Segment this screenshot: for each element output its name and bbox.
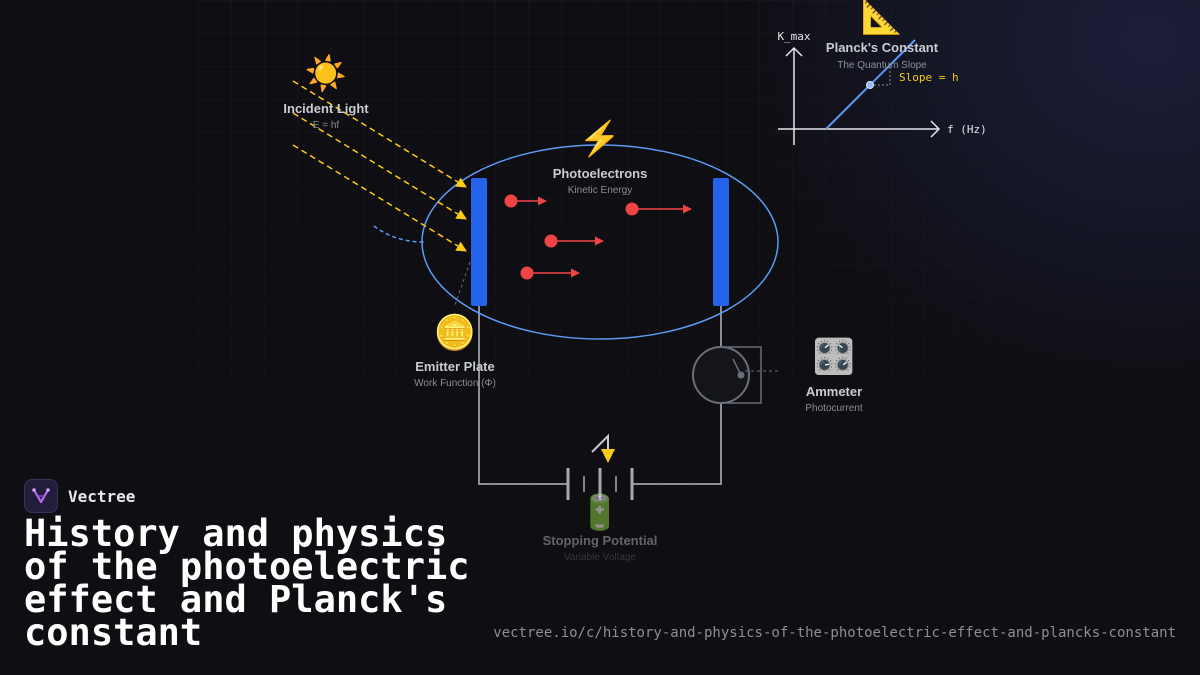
- ammeter-label: Ammeter: [805, 384, 863, 399]
- stopping-potential-label: Stopping Potential: [542, 533, 658, 548]
- slope-guide: [870, 65, 891, 86]
- battery-symbol: [566, 468, 634, 500]
- lightning-icon: ⚡: [578, 120, 622, 158]
- stopping-potential-sub: Variable Voltage: [563, 552, 637, 563]
- x-axis-label: f (Hz): [947, 123, 987, 136]
- ammeter-sub: Photocurrent: [805, 403, 863, 414]
- incident-light-label: Incident Light: [283, 101, 369, 116]
- incident-light-formula: E = hf: [312, 120, 340, 131]
- photoelectrons-label: Photoelectrons: [552, 166, 648, 181]
- electron: [504, 194, 547, 208]
- coin-icon: 🪙: [433, 314, 477, 352]
- electron: [625, 202, 692, 216]
- incident-light-rays: [292, 80, 467, 252]
- brand[interactable]: Vectree: [24, 479, 135, 513]
- variable-voltage-arrow: [591, 433, 615, 463]
- circuit-wires: [478, 305, 722, 485]
- page-url[interactable]: vectree.io/c/history-and-physics-of-the-…: [493, 625, 1176, 641]
- page-title: History and physics of the photoelectric…: [24, 512, 470, 654]
- emitter-plate: [471, 178, 487, 306]
- electron: [520, 266, 580, 280]
- y-axis-label: K_max: [777, 30, 811, 43]
- planck-constant-sub: The Quantum Slope: [837, 60, 927, 71]
- control-knobs-icon: 🎛️: [812, 338, 856, 376]
- sun-icon: ☀️: [304, 55, 348, 93]
- planck-constant-label: Planck's Constant: [825, 40, 939, 55]
- brand-name: Vectree: [68, 486, 136, 506]
- battery-icon: 🔋: [578, 494, 622, 532]
- slope-label: Slope = h: [899, 71, 959, 84]
- vectree-logo-icon: [24, 479, 58, 513]
- triangle-ruler-icon: 📐: [860, 0, 904, 36]
- electrons: [504, 194, 692, 280]
- planck-graph: [778, 39, 941, 145]
- collector-plate: [713, 178, 729, 306]
- electron: [544, 234, 604, 248]
- ammeter-dial: [692, 346, 780, 404]
- emitter-plate-label: Emitter Plate: [415, 359, 495, 374]
- emitter-plate-sub: Work Function (Φ): [414, 378, 496, 389]
- emitter-pointer: [454, 261, 471, 306]
- photoelectrons-sub: Kinetic Energy: [567, 185, 633, 196]
- slope-point: [866, 81, 874, 89]
